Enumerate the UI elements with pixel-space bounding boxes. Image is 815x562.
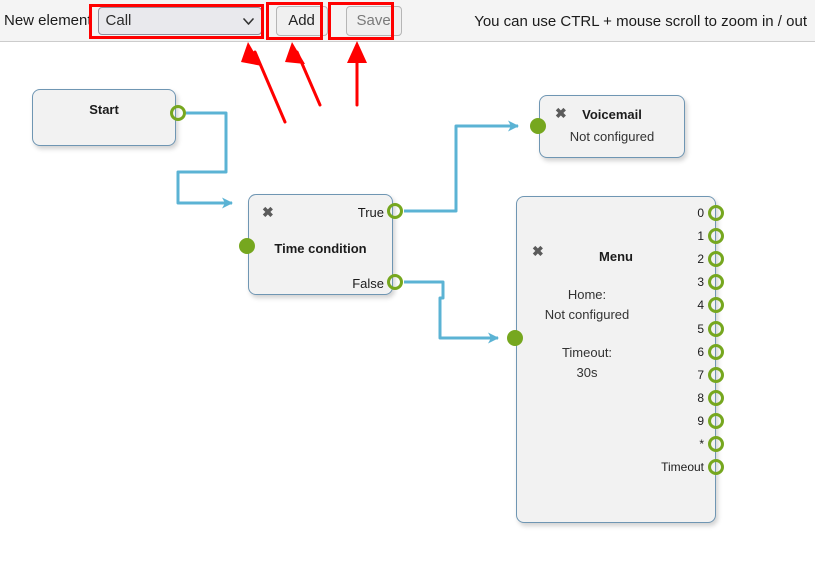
menu-port-label-1: 1 — [697, 229, 704, 244]
node-time-condition-title: Time condition — [274, 241, 367, 256]
port-label-false: False — [352, 276, 384, 291]
port-menu-input[interactable] — [507, 330, 523, 346]
menu-port-7[interactable] — [708, 366, 724, 383]
node-menu[interactable]: ✖ Menu Home: Not configured Timeout: 30s — [516, 196, 716, 523]
node-menu-timeout-value: 30s — [576, 365, 598, 380]
node-time-condition[interactable]: ✖ Time condition True False — [248, 194, 393, 295]
menu-port-4[interactable] — [708, 297, 724, 314]
node-menu-home-label: Home: — [567, 287, 607, 302]
menu-port-label-4: 4 — [697, 298, 704, 313]
save-button[interactable]: Save — [345, 5, 402, 36]
menu-port-5[interactable] — [708, 320, 724, 337]
node-voicemail-status: Not configured — [569, 129, 655, 144]
port-label-true: True — [357, 205, 384, 220]
menu-port-2[interactable] — [708, 251, 724, 268]
wire-false-to-menu — [404, 280, 499, 344]
menu-port-label-5: 5 — [697, 321, 704, 336]
node-start-title: Start — [89, 102, 119, 117]
menu-port-Timeout[interactable] — [708, 459, 724, 476]
element-type-select[interactable]: Call — [97, 6, 262, 35]
menu-port-label-7: 7 — [697, 367, 704, 382]
wire-start-to-timecondition — [176, 111, 233, 209]
menu-port-label-star: * — [699, 437, 704, 451]
port-time-condition-true[interactable] — [387, 203, 403, 219]
node-voicemail-title: Voicemail — [582, 107, 642, 122]
close-icon[interactable]: ✖ — [532, 243, 544, 259]
menu-port-label-6: 6 — [697, 344, 704, 359]
menu-port-8[interactable] — [708, 389, 724, 406]
menu-port-3[interactable] — [708, 274, 724, 291]
flow-canvas[interactable]: Start ✖ Time condition True False ✖ Voic… — [0, 42, 815, 562]
menu-port-label-3: 3 — [697, 275, 704, 290]
menu-port-0[interactable] — [708, 205, 724, 221]
node-menu-timeout-label: Timeout: — [561, 345, 613, 360]
connection-wires — [176, 111, 519, 344]
close-icon[interactable]: ✖ — [262, 204, 274, 220]
menu-port-label-8: 8 — [697, 390, 704, 405]
wire-true-to-voicemail — [404, 120, 519, 213]
zoom-hint-text: You can use CTRL + mouse scroll to zoom … — [474, 13, 807, 30]
menu-port-label-9: 9 — [697, 413, 704, 428]
new-element-label: New element — [4, 12, 92, 29]
menu-port-9[interactable] — [708, 412, 724, 429]
element-select-wrapper: Call — [97, 6, 262, 35]
node-menu-title: Menu — [599, 249, 633, 264]
node-menu-home-value: Not configured — [544, 307, 630, 322]
port-time-condition-input[interactable] — [239, 238, 255, 254]
toolbar: New element Call Add Save You can use CT… — [0, 0, 815, 42]
menu-port-1[interactable] — [708, 228, 724, 245]
menu-port-6[interactable] — [708, 343, 724, 360]
menu-port-label-0: 0 — [697, 206, 704, 220]
port-voicemail-input[interactable] — [530, 118, 546, 134]
menu-port-label-Timeout: Timeout — [661, 460, 704, 475]
add-button[interactable]: Add — [275, 5, 328, 36]
close-icon[interactable]: ✖ — [555, 105, 567, 121]
node-start[interactable]: Start — [32, 89, 176, 146]
node-voicemail[interactable]: ✖ Voicemail Not configured — [539, 95, 685, 158]
menu-port-label-2: 2 — [697, 252, 704, 267]
port-time-condition-false[interactable] — [387, 274, 403, 290]
port-start-output[interactable] — [170, 105, 186, 121]
menu-port-star[interactable] — [708, 436, 724, 452]
